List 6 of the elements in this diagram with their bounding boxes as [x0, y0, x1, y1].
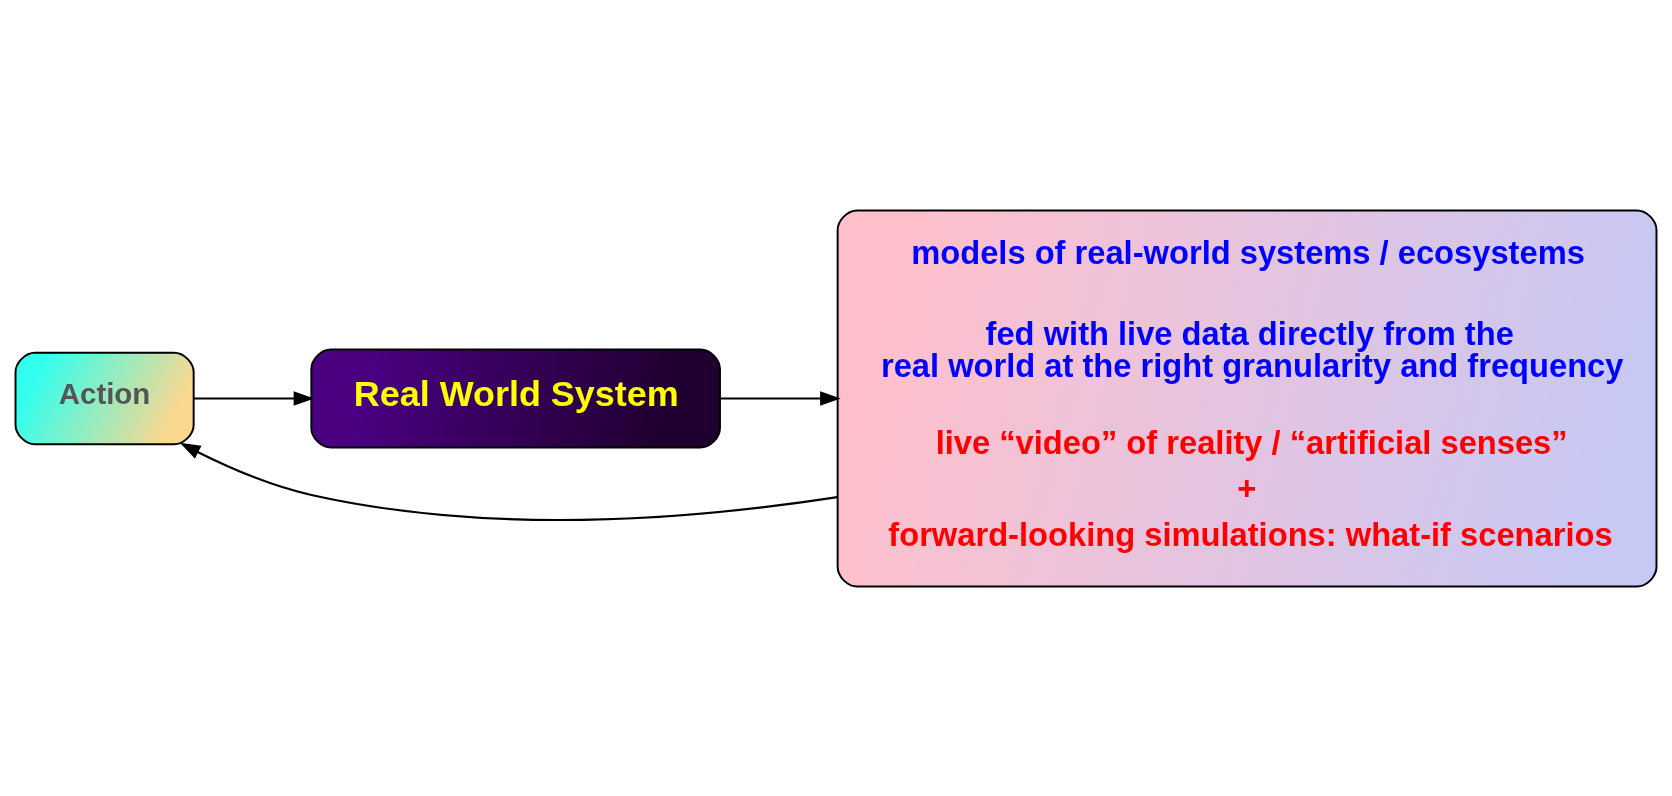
arrow — [193, 390, 315, 406]
arrow — [720, 390, 841, 406]
node-box: models of real-world systems / ecosystems fed with live data directly from the real world at the right granularity and frequency live “video” of reality / “artificial senses” + forward-looking simulations: what-if scenarios — [836, 209, 1658, 587]
node-box: Action — [14, 351, 195, 445]
arrow — [179, 442, 838, 521]
node-box: Real World System — [310, 348, 721, 448]
